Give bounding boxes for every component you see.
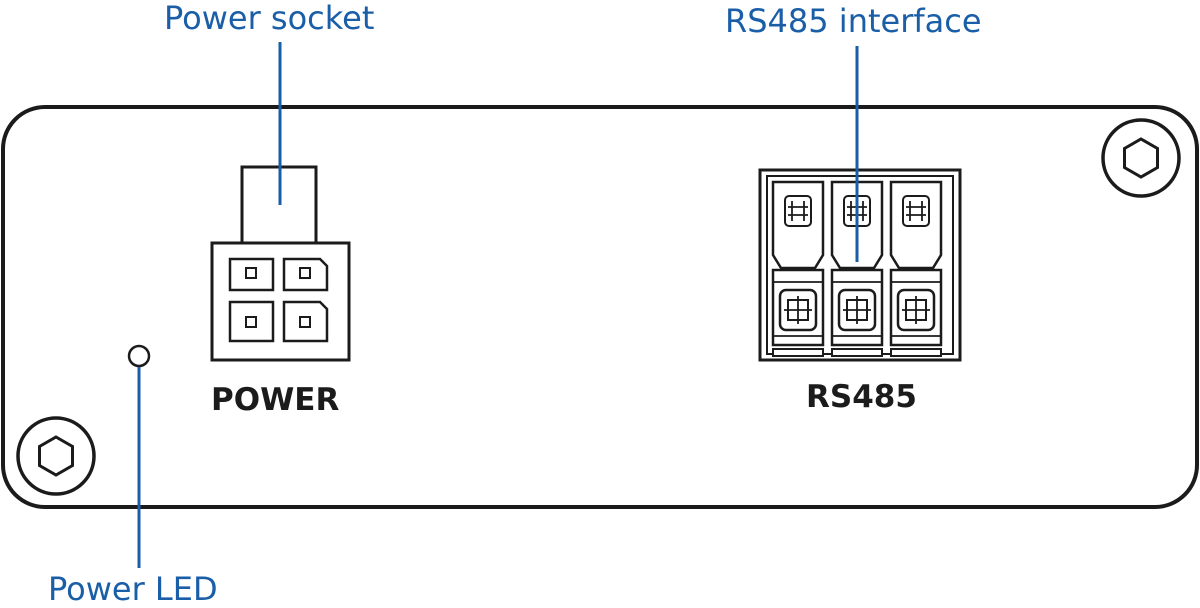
hex-socket-screw-icon (16, 416, 96, 496)
power-connector (210, 165, 351, 362)
front-panel (1, 105, 1199, 509)
rs485-terminal (771, 180, 825, 357)
power-socket-callout: Power socket (164, 0, 375, 37)
power-connector-pin (282, 257, 329, 292)
power-connector-pin (228, 257, 275, 292)
power-connector-pin (228, 300, 275, 343)
power-port-label: POWER (211, 382, 340, 418)
rs485-terminal (889, 180, 943, 357)
power-connector-pin (282, 300, 329, 343)
power-led-callout: Power LED (48, 570, 218, 608)
rs485-port-label: RS485 (806, 379, 917, 415)
led-indicator-icon (127, 344, 151, 368)
hex-socket-screw-icon (1101, 118, 1181, 198)
rs485-terminal-block (758, 168, 962, 362)
rs485-interface-callout: RS485 interface (725, 2, 982, 40)
